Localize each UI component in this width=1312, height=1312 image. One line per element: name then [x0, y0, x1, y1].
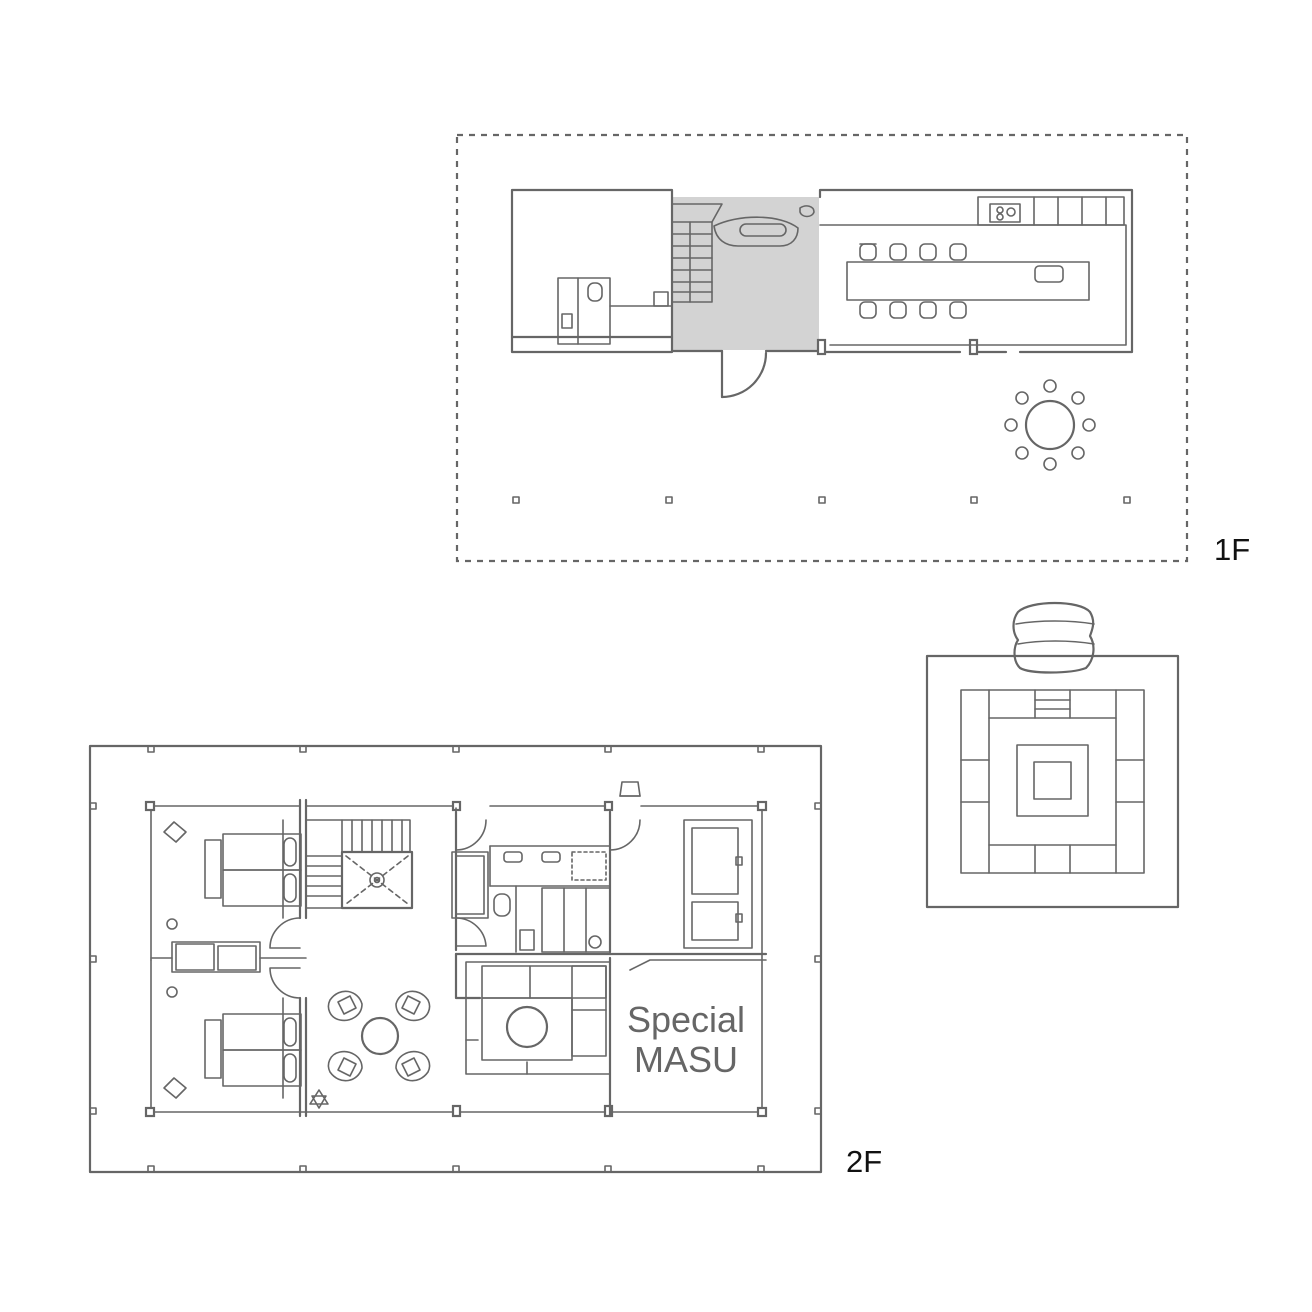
floor-2-storage-cabinets — [619, 781, 753, 949]
floor-1-toilet-room — [557, 277, 611, 345]
floor-1-outdoor-round-table — [1004, 379, 1096, 471]
floor-1-label: 1F — [1214, 532, 1250, 567]
floor-2-lounge-sofa — [465, 961, 611, 1075]
floor-1-bar-stools — [859, 243, 967, 319]
floor-2-columns — [89, 745, 822, 1173]
floor-2-bedroom-2-beds — [163, 986, 302, 1099]
floor-1-kitchen-island — [846, 261, 1090, 301]
floor-1-entrance-door — [720, 351, 768, 399]
floor-1-stair-hall — [671, 197, 819, 350]
masu-center-hearth — [1033, 761, 1072, 800]
floor-2-bedroom-1-beds — [163, 819, 302, 930]
floor-2-plant-icon — [309, 1089, 329, 1109]
floor-1-kitchen-counter — [977, 196, 1125, 226]
masu-stepping-stone — [1012, 601, 1095, 674]
special-masu-label-line2: MASU — [634, 1039, 738, 1080]
masu-center-frame — [1016, 744, 1089, 817]
floor-1-cooktop — [989, 203, 1021, 223]
masu-detail — [925, 601, 1180, 909]
floor-2-bathroom — [451, 845, 611, 953]
floor-1-staircase — [671, 203, 723, 303]
floor-2-shower — [340, 850, 414, 910]
floor-2-round-table — [327, 990, 431, 1082]
special-masu-label-line1: Special — [627, 999, 745, 1040]
floor-1-columns — [512, 496, 1131, 504]
floor-2-plan: Special MASU 2F — [88, 744, 882, 1179]
masu-seat-ring — [960, 689, 1145, 874]
masu-outer-frame — [925, 654, 1180, 909]
floor-2-label: 2F — [846, 1144, 882, 1179]
floor-2-closet — [150, 941, 307, 973]
floor-1-bench — [713, 216, 799, 247]
floor-1-plan: 1F — [455, 133, 1250, 567]
floor-1-left-wing — [510, 188, 674, 354]
floor-1-site-outline — [455, 133, 1189, 563]
